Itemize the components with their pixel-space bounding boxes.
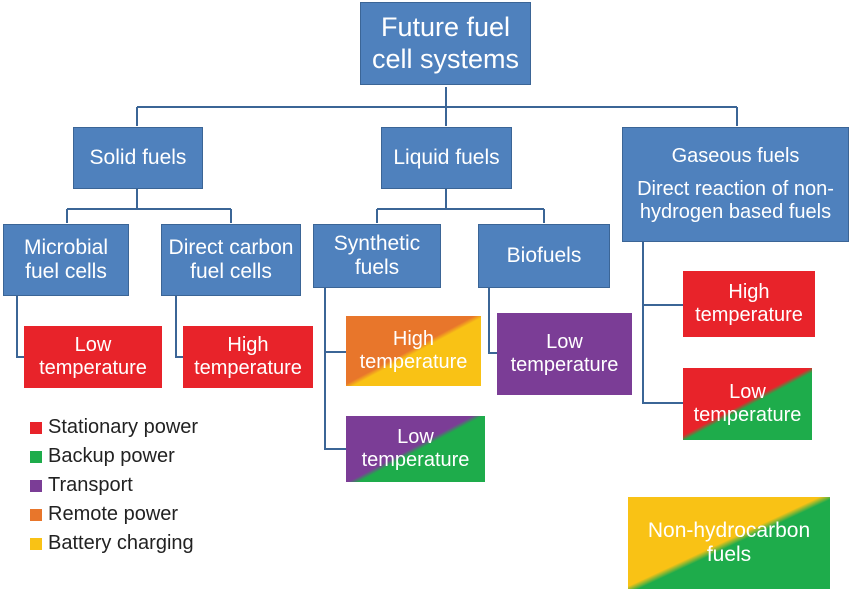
direct-carbon-fuel-cells-node: Direct carbon fuel cells — [161, 224, 301, 296]
liquid-fuels-node: Liquid fuels — [381, 127, 512, 189]
legend-label: Stationary power — [48, 416, 199, 438]
synthetic-low-temp-label: Low temperature — [361, 426, 470, 471]
solid-fuels-label: Solid fuels — [89, 145, 187, 169]
microbial-low-temperature-box: Low temperature — [24, 326, 162, 388]
legend-swatch — [30, 421, 42, 434]
synthetic-low-temperature-box: Low temperature — [346, 416, 485, 482]
gaseous-fuels-node: Gaseous fuels Direct reaction of non- hy… — [622, 127, 849, 242]
root-node: Future fuel cell systems — [360, 2, 531, 85]
microbial-label: Microbial fuel cells — [23, 235, 109, 283]
synthetic-high-temperature-box: High temperature — [346, 316, 481, 386]
legend-swatch — [30, 479, 42, 492]
microbial-fuel-cells-node: Microbial fuel cells — [3, 224, 129, 296]
legend-item-stationary-power: Stationary power — [30, 413, 198, 442]
legend-item-remote-power: Remote power — [30, 500, 198, 529]
legend-swatch — [30, 508, 42, 521]
legend-item-transport: Transport — [30, 471, 198, 500]
synthetic-high-temp-label: High temperature — [359, 328, 468, 373]
legend: Stationary power Backup power Transport … — [30, 413, 198, 558]
biofuels-node: Biofuels — [478, 224, 610, 288]
gaseous-low-temperature-box: Low temperature — [683, 368, 812, 440]
microbial-temp-label: Low temperature — [39, 334, 147, 379]
direct-carbon-high-temperature-box: High temperature — [183, 326, 313, 388]
gaseous-fuels-subtitle: Direct reaction of non- hydrogen based f… — [637, 178, 834, 223]
legend-swatch — [30, 450, 42, 463]
legend-item-battery-charging: Battery charging — [30, 529, 198, 558]
gaseous-high-temp-label: High temperature — [695, 281, 803, 326]
gaseous-low-temp-label: Low temperature — [693, 381, 802, 426]
synthetic-fuels-node: Synthetic fuels — [313, 224, 441, 288]
legend-item-backup-power: Backup power — [30, 442, 198, 471]
direct-carbon-temp-label: High temperature — [194, 334, 302, 379]
synthetic-label: Synthetic fuels — [333, 231, 421, 279]
liquid-fuels-label: Liquid fuels — [393, 145, 500, 169]
legend-swatch — [30, 537, 42, 550]
non-hydrocarbon-fuels-box: Non-hydrocarbon fuels — [628, 497, 830, 589]
legend-label: Backup power — [48, 445, 175, 467]
legend-label: Battery charging — [48, 532, 194, 554]
root-label: Future fuel cell systems — [371, 12, 520, 74]
solid-fuels-node: Solid fuels — [73, 127, 203, 189]
gaseous-fuels-title: Gaseous fuels — [671, 145, 800, 167]
biofuels-label: Biofuels — [506, 243, 582, 267]
legend-label: Remote power — [48, 503, 179, 525]
biofuels-temp-label: Low temperature — [510, 331, 619, 376]
biofuels-low-temperature-box: Low temperature — [497, 313, 632, 395]
legend-label: Transport — [48, 474, 133, 496]
direct-carbon-label: Direct carbon fuel cells — [168, 235, 294, 283]
non-hydrocarbon-label: Non-hydrocarbon fuels — [647, 518, 811, 566]
gaseous-high-temperature-box: High temperature — [683, 271, 815, 337]
